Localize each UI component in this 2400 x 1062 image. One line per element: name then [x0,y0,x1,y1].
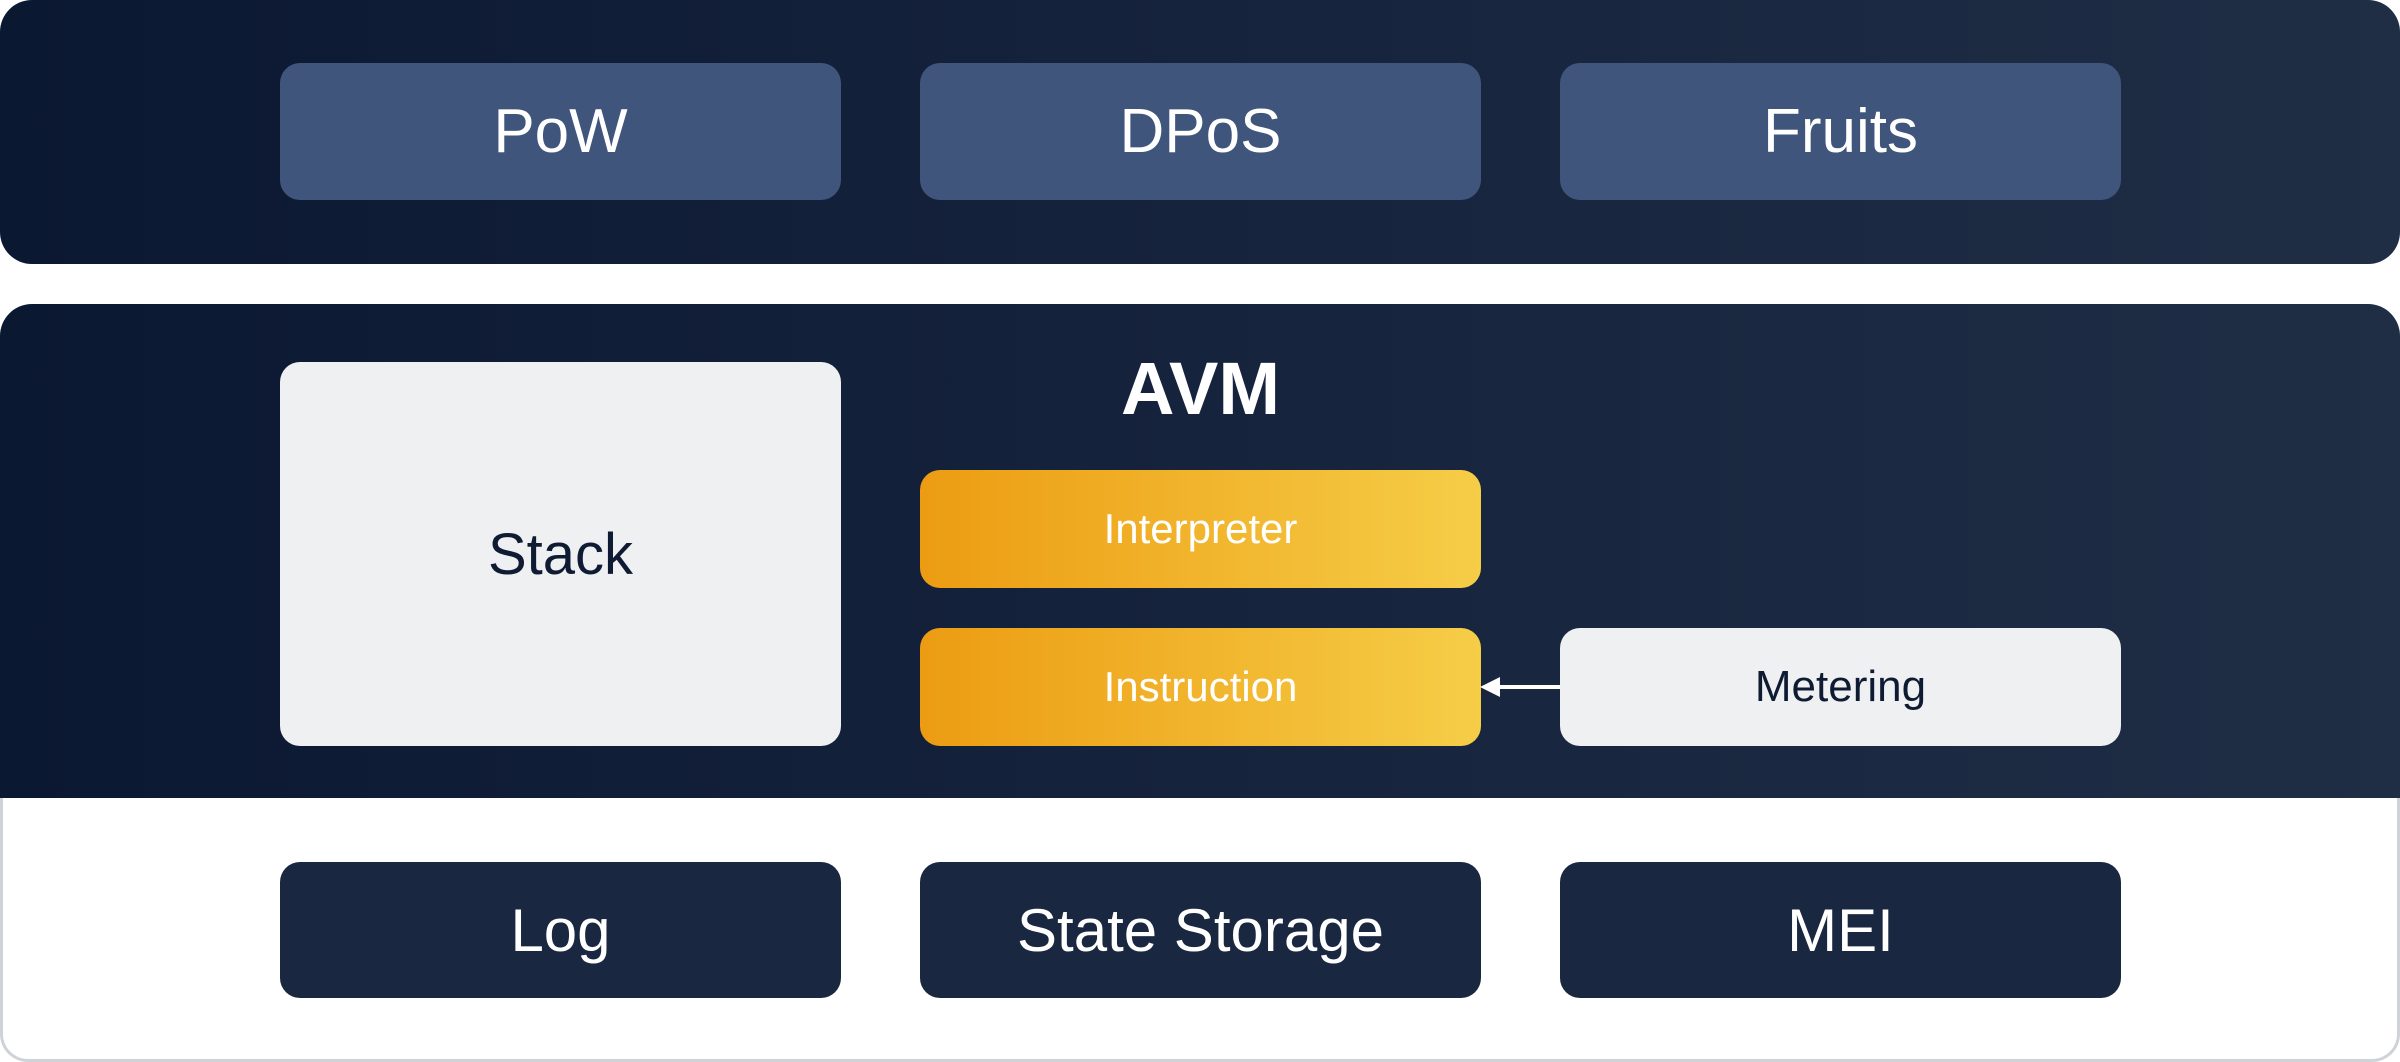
metering-to-instruction-arrow [1480,677,1560,697]
interpreter-box: Interpreter [920,470,1481,588]
mei-box: MEI [1560,862,2121,998]
metering-box: Metering [1560,628,2121,746]
stack-box: Stack [280,362,841,746]
avm-title: AVM [1121,347,1280,430]
state-storage-box: State Storage [920,862,1481,998]
fruits-box: Fruits [1560,63,2121,200]
log-box: Log [280,862,841,998]
pow-box: PoW [280,63,841,200]
instruction-box: Instruction [920,628,1481,746]
dpos-box: DPoS [920,63,1481,200]
